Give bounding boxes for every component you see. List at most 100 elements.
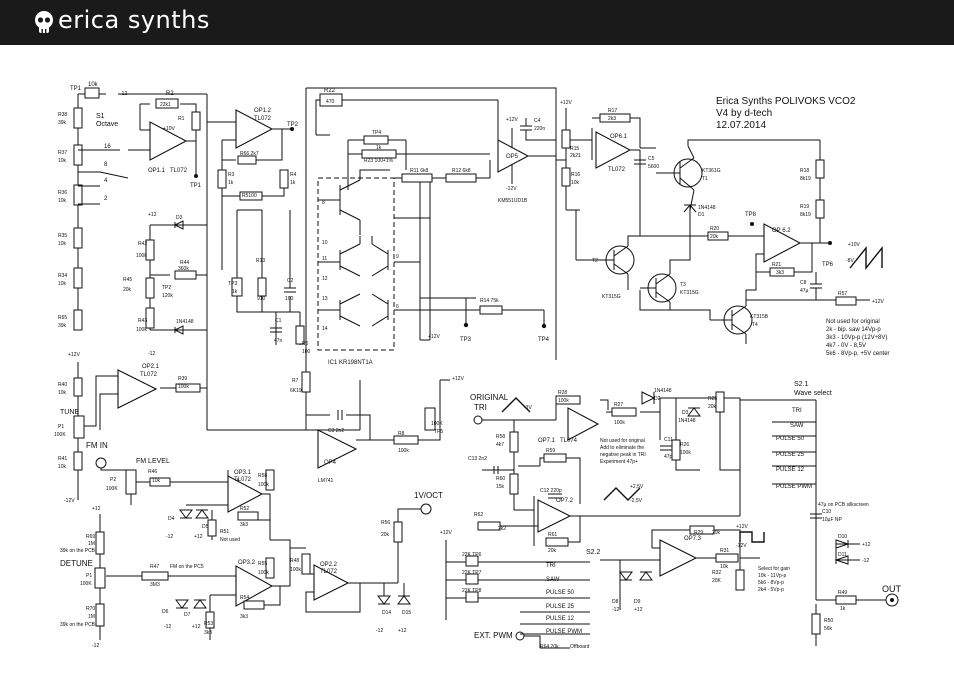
r2-value: 22k1 xyxy=(160,102,171,108)
r35-value: 10k xyxy=(58,241,67,247)
r18-value: 8k19 xyxy=(800,176,811,182)
s2-1-label: S2.1 xyxy=(794,381,809,388)
r2-label: R2 xyxy=(166,91,174,97)
ic1-label: IC1 KR198NT1A xyxy=(328,360,373,366)
ic1-pin: 13 xyxy=(322,296,328,302)
r49-label: R49 xyxy=(838,590,847,596)
r27-value: 100k xyxy=(614,420,625,426)
r46-label: R46 xyxy=(148,469,157,475)
r28-label: R28 xyxy=(558,390,567,396)
d2-diode-icon xyxy=(641,391,656,405)
ext-pwm-jack-icon[interactable] xyxy=(515,631,525,641)
c8-value: 47µ xyxy=(800,288,809,294)
original-tri-jack-icon[interactable] xyxy=(473,415,483,425)
op3-1-type: TL072 xyxy=(234,477,252,483)
d4-diode-icon xyxy=(835,539,850,549)
r70-note: 39k on the PCB xyxy=(60,622,96,628)
r55-value: 100k xyxy=(258,570,269,576)
d5-label: D11 xyxy=(838,552,847,558)
s22-pulse-12: PULSE 12 xyxy=(546,616,575,622)
v-oct-label: 1V/OCT xyxy=(414,491,443,500)
out-jack-icon[interactable] xyxy=(885,593,899,607)
op2-2-type: TL072 xyxy=(320,569,338,575)
octave-tap-8: 8 xyxy=(104,162,108,168)
op7-1-type: TL074 xyxy=(560,438,578,444)
brand-name: erica synths xyxy=(58,6,210,34)
octave-tap-4: 4 xyxy=(104,178,108,184)
r60-label: R60 xyxy=(496,476,505,482)
skull-logo-icon xyxy=(35,11,53,33)
tp3-point: TP3 xyxy=(460,337,472,343)
rail-label: +12 xyxy=(398,628,407,634)
d6-diode-icon xyxy=(173,220,184,230)
c1-label: C1 xyxy=(275,318,282,324)
tp1-value: 10k xyxy=(88,82,99,88)
rail-label: +12V xyxy=(452,376,464,382)
wave-saw: SAW xyxy=(790,423,804,429)
r36-label: R36 xyxy=(58,190,67,196)
tp2-trim-label: TP2 xyxy=(162,285,171,291)
r35-label: R35 xyxy=(58,233,67,239)
d2-ref: D2 xyxy=(654,396,661,402)
r46-value: 10k xyxy=(152,478,161,484)
r15-label: R15 xyxy=(570,146,579,152)
op6-2-opamp xyxy=(763,223,802,263)
r41-label: R41 xyxy=(58,456,67,462)
r26-label: R26 xyxy=(680,442,689,448)
note-line: negative peak in TRI xyxy=(600,452,646,458)
r70-label: R70 xyxy=(86,606,95,612)
d15-label: D15 xyxy=(402,610,411,616)
r34-value: 10k xyxy=(58,281,67,287)
r56-value: 20k xyxy=(381,532,390,538)
c1-value: 47n xyxy=(274,338,283,344)
op7-1-label: OP7.1 xyxy=(538,438,556,444)
rail-label: +12 xyxy=(194,534,203,540)
detune-label: DETUNE xyxy=(60,559,93,568)
note-line: Select for gain xyxy=(758,566,790,572)
op2-2-opamp xyxy=(313,564,350,601)
tp3-trim-value: 1k xyxy=(232,289,238,295)
r39-label: R39 xyxy=(178,376,187,382)
c4-value: 220n xyxy=(534,126,545,132)
r54-value: 3k3 xyxy=(240,614,248,620)
r59-label: R59 xyxy=(546,448,555,454)
op3-1-label: OP3.1 xyxy=(234,470,252,476)
d11-diode-icon xyxy=(193,599,207,609)
fm-in-jack-icon[interactable] xyxy=(95,457,107,469)
op3-2-opamp xyxy=(235,565,274,607)
r20-label: R20 xyxy=(710,226,719,232)
d3-type: 1N4148 xyxy=(678,418,696,424)
fm-note: FM on the PC5 xyxy=(170,564,204,570)
d10-diode-icon xyxy=(175,599,189,609)
rail-label: +12V xyxy=(440,530,452,536)
r12-label: R12 6k8 xyxy=(452,168,471,174)
r25-value: 20k xyxy=(708,404,717,410)
r8-label: R8 xyxy=(398,431,405,437)
title-line-1: Erica Synths POLIVOKS VCO2 xyxy=(716,96,856,107)
r21-value: 3k3 xyxy=(776,270,784,276)
c11-value: 47p xyxy=(664,454,673,460)
r14-label: R14 75k xyxy=(480,298,499,304)
r65-label: R65 xyxy=(58,315,67,321)
original-label: ORIGINAL xyxy=(470,393,509,402)
r52-value: 3k3 xyxy=(240,522,248,528)
note-line: 4k7 - 0V - 8,5V xyxy=(826,343,866,349)
v-oct-jack-icon[interactable] xyxy=(420,503,432,515)
wave-pulse-25: PULSE 25 xyxy=(776,452,805,458)
r37-value: 10k xyxy=(58,158,67,164)
ic1-pin: 10 xyxy=(322,240,328,246)
r41-value: 10k xyxy=(58,464,67,470)
s22-pulse-25: PULSE 25 xyxy=(546,604,575,610)
c10-label: C10 xyxy=(822,509,831,515)
tp2-point: TP2 xyxy=(287,122,299,128)
triangle-wave-icon xyxy=(501,397,531,413)
rail-label: -12 xyxy=(164,624,171,630)
t2-ref: T2 xyxy=(592,258,598,264)
rail-label: -12 xyxy=(376,628,383,634)
r45-value: 20k xyxy=(123,287,132,293)
wave-pulse-12: PULSE 12 xyxy=(776,467,805,473)
tp1-point: TP1 xyxy=(190,183,202,189)
note-line: 2k4 - 5Vp-p xyxy=(758,587,784,593)
r51-label: R51 xyxy=(220,529,229,535)
op7-3-opamp xyxy=(659,539,698,577)
